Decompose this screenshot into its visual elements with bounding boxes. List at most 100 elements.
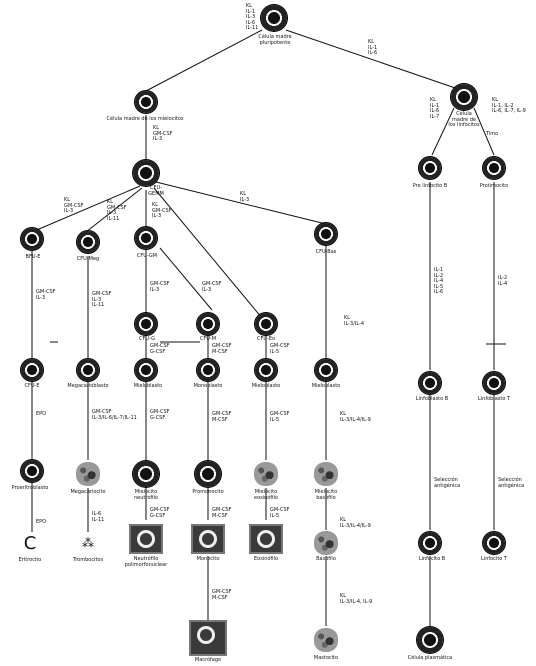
- label-prothymocyte: Protimocito: [480, 184, 508, 190]
- label-macrophage: Macrófago: [195, 658, 221, 664]
- cfu-meg-cell: [77, 231, 99, 253]
- label-lymphoblast-b: Linfoblasto B: [416, 397, 448, 403]
- lymphoblast-b-cell: [419, 372, 441, 394]
- neutrophil-box: [129, 524, 163, 554]
- platelets-glyph: ⁂: [82, 534, 94, 552]
- label-platelets: Trombocitos: [73, 558, 103, 564]
- factor-gemm-meg: KL GM-CSF IL-3 IL-11: [107, 200, 127, 222]
- label-myeloblast-2: Mieloblasto: [312, 384, 340, 390]
- bfu-e-cell: [21, 228, 43, 250]
- label-monoblast: Monoblasto: [194, 384, 223, 390]
- label-cfu-m: CFU-M: [200, 337, 216, 343]
- factor-epo-2: EPO: [36, 520, 46, 526]
- neutrophil-myelocyte-cell: [133, 461, 159, 487]
- label-myeloblast-1: Mieloblasto: [134, 384, 162, 390]
- macrophage-box: [189, 620, 227, 656]
- factor-myeloid: KL GM-CSF IL-3: [153, 126, 173, 143]
- myeloblast-3-cell: [255, 359, 277, 381]
- label-eosinophil-myelocyte: Mielocito eosinófilo: [254, 490, 278, 501]
- myeloid-stem-cell: [135, 91, 157, 113]
- pre-b-cell: [419, 157, 441, 179]
- label-lymphocyte-b: Linfocito B: [419, 557, 445, 563]
- stem-cell: [261, 5, 287, 31]
- label-cfu-e: CFU-E: [25, 384, 40, 390]
- factor-gemm-gm: KL GM-CSF IL-3: [152, 203, 172, 220]
- label-megakaryoblast: Megacarioblasto: [67, 384, 108, 390]
- factor-stem: KL IL-1 IL-3 IL-6 IL-11: [246, 4, 258, 32]
- factor-gm-g: GM-CSF IL-3: [150, 282, 170, 293]
- plasma-cell: [417, 627, 443, 653]
- factor-bas-mb: KL IL-3/IL-4: [344, 316, 364, 327]
- mastocyte-cell: [314, 628, 338, 652]
- factor-t-chain: IL-2 IL-4: [498, 276, 507, 287]
- myeloblast-1-cell: [135, 359, 157, 381]
- factor-g-mb: GM-CSF G-CSF: [150, 344, 170, 355]
- cfu-eo-cell: [255, 313, 277, 335]
- basophil-cell: [314, 531, 338, 555]
- factor-promonocyte: GM-CSF M-CSF: [212, 508, 232, 519]
- label-myeloblast-3: Mieloblasto: [252, 384, 280, 390]
- label-cfu-gemm: CFU- GEMM: [148, 186, 164, 197]
- label-megakaryocyte: Megacariocito: [70, 490, 105, 496]
- cfu-m-cell: [197, 313, 219, 335]
- factor-mkb-mk: GM-CSF IL-3/IL-6/IL-7/IL-11: [92, 410, 137, 421]
- factor-eo-mb: GM-CSF IL-5: [270, 344, 290, 355]
- factor-b-chain: IL-1 IL-2 IL-4 IL-5 IL-6: [434, 268, 443, 296]
- myeloblast-2-cell: [315, 359, 337, 381]
- label-mastocyte: Mastocito: [314, 656, 338, 662]
- megakaryocyte-cell: [76, 462, 100, 486]
- label-bfu-e: BFU-E: [26, 255, 41, 261]
- label-eosinophil: Eosinófilo: [254, 557, 278, 563]
- cfu-gm-cell: [135, 227, 157, 249]
- factor-stem-lymph: KL IL-1 IL-6: [368, 40, 377, 57]
- label-cfu-g: CFU-G: [139, 337, 155, 343]
- factor-epo-1: EPO: [36, 412, 46, 418]
- factor-selection-t: Selección antigénica: [498, 478, 524, 489]
- monoblast-cell: [197, 359, 219, 381]
- factor-mono-pro: GM-CSF M-CSF: [212, 412, 232, 423]
- label-neutrophil-myelocyte: Mielocito neutrófilo: [134, 490, 158, 501]
- factor-prothymocyte: KL IL-1, IL-2 IL-6, IL-7, IL-9: [492, 98, 526, 115]
- label-proerythroblast: Proeritroblasto: [12, 486, 49, 492]
- label-basophil-myelocyte: Mielocito basófilo: [315, 490, 337, 501]
- factor-macrophage: GM-CSF M-CSF: [212, 590, 232, 601]
- factor-gemm-bfu: KL GM-CSF IL-3: [64, 198, 84, 215]
- label-myeloid-stem: Célula madre de los mielocitos: [107, 117, 184, 123]
- megakaryoblast-cell: [77, 359, 99, 381]
- edge-stem-myeloid: [146, 30, 262, 91]
- label-lymphoblast-t: Linfoblasto T: [478, 397, 510, 403]
- factor-pre-b: KL IL-1 IL-6 IL-7: [430, 98, 439, 120]
- cfu-e-cell: [21, 359, 43, 381]
- factor-selection-b: Selección antigénica: [434, 478, 460, 489]
- factor-mk-plt: IL-6 IL-11: [92, 512, 104, 523]
- proerythroblast-cell: [21, 460, 43, 482]
- cfu-gemm-cell: [133, 160, 159, 186]
- eosinophil-box: [249, 524, 283, 554]
- factor-bas-2: KL IL-3/IL-4/IL-9: [340, 412, 371, 423]
- label-lymphocyte-t: Linfocito T: [481, 557, 507, 563]
- basophil-myelocyte-cell: [314, 462, 338, 486]
- factor-eosinophil: GM-CSF IL-5: [270, 508, 290, 519]
- label-erythrocyte: Eritrocito: [19, 558, 42, 564]
- label-monocyte: Monocito: [197, 557, 220, 563]
- lymphocyte-t-cell: [483, 532, 505, 554]
- monocyte-box: [191, 524, 225, 554]
- label-cfu-gm: CFU-GM: [137, 254, 157, 260]
- factor-bas-3: KL IL-3/IL-4/IL-9: [340, 518, 371, 529]
- label-lymph-stem: Célula madre de los linfocitos: [448, 112, 479, 129]
- label-neutrophil: Neutrófilo polimorfonuclear: [125, 557, 168, 568]
- cfu-g-cell: [135, 313, 157, 335]
- factor-mastocyte: KL IL-3/IL-4, IL-9: [340, 594, 372, 605]
- factor-thymus: Timo: [486, 132, 498, 138]
- factor-gemm-bas: KL IL-3: [240, 192, 249, 203]
- prothymocyte-cell: [483, 157, 505, 179]
- factor-neutrophil: GM-CSF G-CSF: [150, 508, 170, 519]
- factor-mb-eos: GM-CSF IL-5: [270, 412, 290, 423]
- edge-gemm-bas: [156, 182, 326, 224]
- edge-gm-m: [160, 248, 212, 310]
- cfu-bas-cell: [315, 223, 337, 245]
- lymphocyte-b-cell: [419, 532, 441, 554]
- factor-meg-mkb: GM-CSF IL-3 IL-11: [92, 292, 112, 309]
- label-promonocyte: Promonocito: [192, 490, 223, 496]
